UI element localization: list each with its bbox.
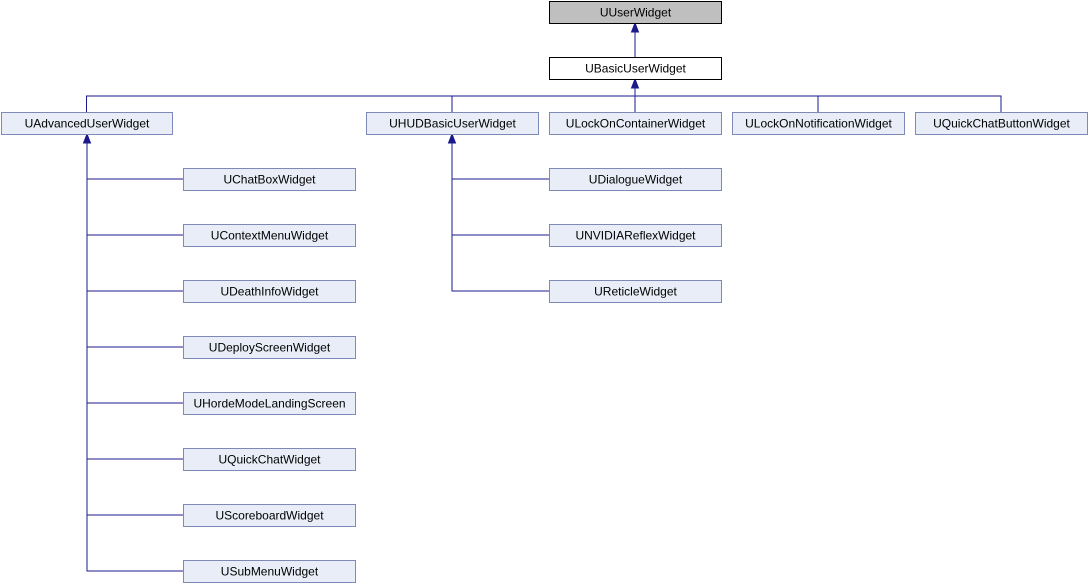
class-node-label: ULockOnContainerWidget <box>566 117 706 131</box>
class-node-box <box>549 112 722 135</box>
edge-deploy-to-adv <box>86 143 183 348</box>
class-node-label: UScoreboardWidget <box>215 509 324 523</box>
class-node-box <box>183 448 356 471</box>
class-node-hud[interactable]: UHUDBasicUserWidget <box>366 112 539 135</box>
class-node-chat[interactable]: UChatBoxWidget <box>183 168 356 191</box>
class-node-nvidia[interactable]: UNVIDIAReflexWidget <box>549 224 722 247</box>
class-node-qcb[interactable]: UQuickChatButtonWidget <box>915 112 1088 135</box>
class-node-box <box>732 112 905 135</box>
class-node-box <box>549 224 722 247</box>
arrowhead-into-root <box>630 21 640 33</box>
class-node-qchat[interactable]: UQuickChatWidget <box>183 448 356 471</box>
class-node-box <box>1 112 173 135</box>
class-node-box <box>549 280 722 303</box>
edge-qcb-to-basic <box>634 88 1002 112</box>
class-node-box <box>183 336 356 359</box>
class-node-reticle[interactable]: UReticleWidget <box>549 280 722 303</box>
class-node-label: UDeathInfoWidget <box>220 285 319 299</box>
class-node-box <box>183 280 356 303</box>
edge-reticle-to-hud <box>451 143 549 292</box>
class-node-death[interactable]: UDeathInfoWidget <box>183 280 356 303</box>
class-node-box <box>366 112 539 135</box>
class-node-box <box>183 392 356 415</box>
class-node-submenu[interactable]: USubMenuWidget <box>183 560 356 583</box>
class-node-label: UHordeModeLandingScreen <box>193 397 345 411</box>
edge-dialogue-to-hud <box>451 143 549 180</box>
class-node-label: UQuickChatWidget <box>218 453 321 467</box>
class-node-lockc[interactable]: ULockOnContainerWidget <box>549 112 722 135</box>
class-node-label: ULockOnNotificationWidget <box>745 117 892 131</box>
class-node-root: UUserWidget <box>549 1 722 24</box>
class-node-label: UContextMenuWidget <box>211 229 329 243</box>
class-node-label: UHUDBasicUserWidget <box>389 117 516 131</box>
arrowhead-into-basic <box>630 77 640 89</box>
edge-submenu-to-adv <box>86 143 183 572</box>
arrowhead-into-adv <box>82 132 92 144</box>
class-node-box <box>549 1 722 24</box>
class-node-box <box>183 168 356 191</box>
class-node-label: UQuickChatButtonWidget <box>933 117 1070 131</box>
class-node-adv[interactable]: UAdvancedUserWidget <box>1 112 173 135</box>
class-node-box <box>183 560 356 583</box>
class-node-horde[interactable]: UHordeModeLandingScreen <box>183 392 356 415</box>
class-node-box <box>183 504 356 527</box>
class-node-label: UNVIDIAReflexWidget <box>575 229 696 243</box>
class-node-score[interactable]: UScoreboardWidget <box>183 504 356 527</box>
class-node-deploy[interactable]: UDeployScreenWidget <box>183 336 356 359</box>
arrowhead-into-hud <box>447 132 457 144</box>
class-node-label: USubMenuWidget <box>221 565 319 579</box>
class-node-box <box>549 168 722 191</box>
edge-qchat-to-adv <box>86 143 183 460</box>
class-node-label: UUserWidget <box>600 6 672 20</box>
edge-adv-to-basic <box>86 88 636 112</box>
edge-hud-to-basic <box>451 88 636 112</box>
edge-death-to-adv <box>86 143 183 292</box>
class-node-basic: UBasicUserWidget <box>549 57 722 80</box>
class-node-label: UDeployScreenWidget <box>209 341 331 355</box>
class-node-label: UAdvancedUserWidget <box>25 117 150 131</box>
edge-horde-to-adv <box>86 143 183 404</box>
edge-chat-to-adv <box>86 143 183 180</box>
class-node-label: UChatBoxWidget <box>223 173 316 187</box>
edge-nvidia-to-hud <box>451 143 549 236</box>
class-node-box <box>183 224 356 247</box>
edge-lockn-to-basic <box>634 88 819 112</box>
edge-ctx-to-adv <box>86 143 183 236</box>
class-node-label: UReticleWidget <box>594 285 677 299</box>
class-node-lockn[interactable]: ULockOnNotificationWidget <box>732 112 905 135</box>
class-node-ctx[interactable]: UContextMenuWidget <box>183 224 356 247</box>
class-node-label: UBasicUserWidget <box>585 62 686 76</box>
class-node-label: UDialogueWidget <box>589 173 683 187</box>
class-node-dialogue[interactable]: UDialogueWidget <box>549 168 722 191</box>
class-node-box <box>549 57 722 80</box>
edges-layer <box>82 21 1002 572</box>
